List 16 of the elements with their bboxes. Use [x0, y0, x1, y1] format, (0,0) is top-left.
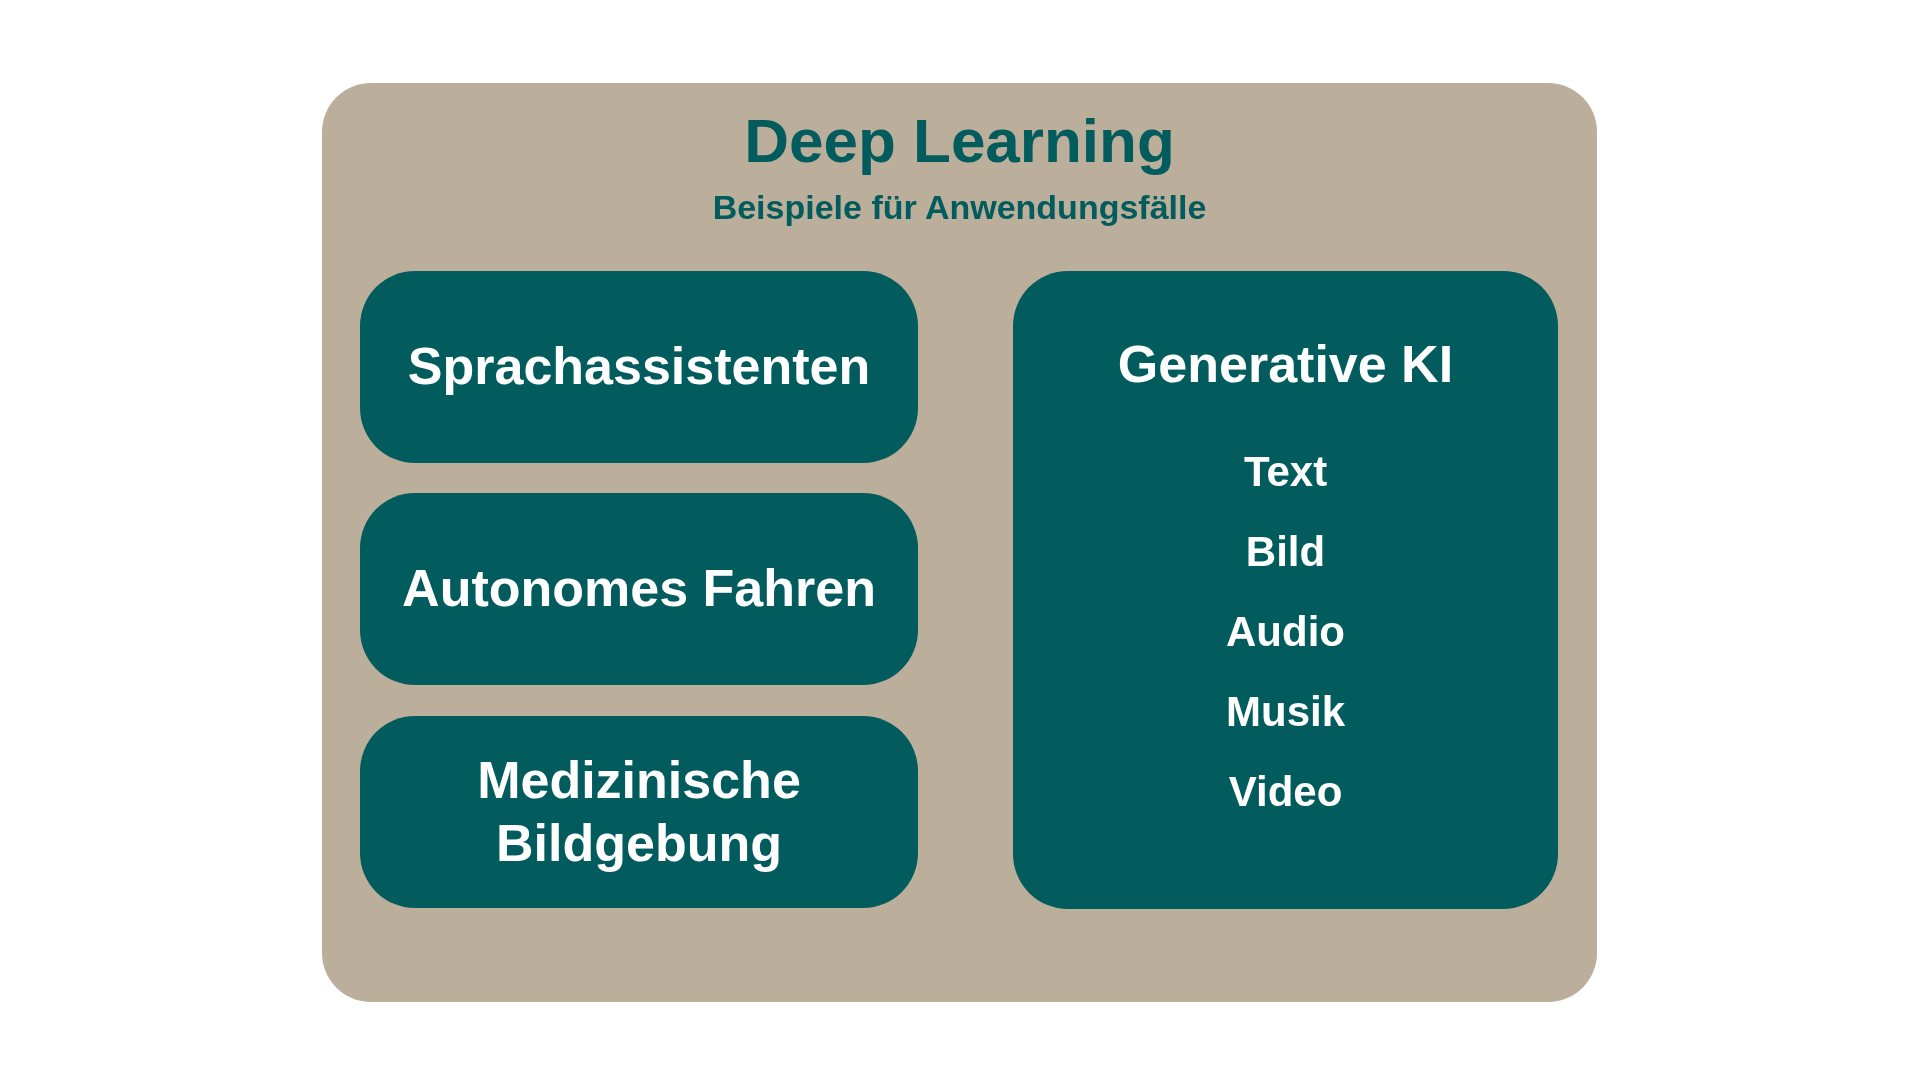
category-box: [1013, 271, 1558, 909]
panel-heading: Deep Learning: [744, 105, 1175, 177]
list-item: Video: [1228, 767, 1343, 818]
list-item: Musik: [1226, 687, 1345, 738]
box-label: Autonomes Fahren: [402, 558, 876, 620]
box-label: Sprachassistenten: [407, 336, 871, 398]
list-item: Audio: [1226, 607, 1345, 658]
category-box: [360, 493, 918, 685]
list-item: Bild: [1245, 527, 1326, 578]
category-box: [360, 271, 918, 463]
box-label: Medizinische Bildgebung: [476, 749, 802, 874]
list-item: Text: [1243, 447, 1328, 498]
category-box: [360, 716, 918, 908]
panel-subheading: Beispiele für Anwendungsfälle: [712, 186, 1207, 228]
box-heading: Generative KI: [1117, 334, 1454, 395]
panel-background: [322, 83, 1597, 1002]
